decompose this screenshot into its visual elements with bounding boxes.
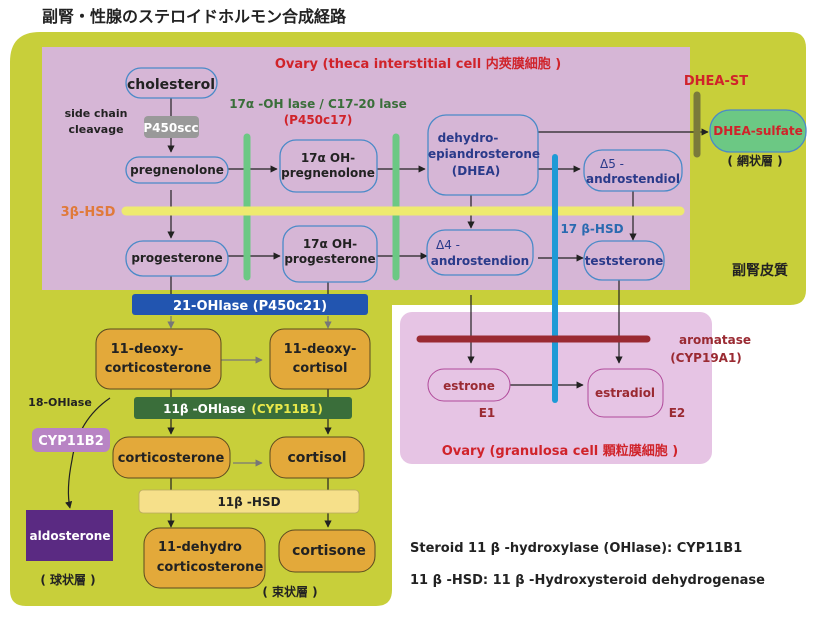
- deoxycorticosterone-text-2: corticosterone: [105, 361, 212, 376]
- androstenedione-node: [426, 229, 534, 276]
- oh17-pregnenolone-text-1: 17α OH-: [301, 151, 355, 165]
- progesterone-node: [125, 240, 229, 277]
- corticosterone-node: [112, 436, 231, 479]
- estrone-text: estrone: [443, 379, 495, 393]
- corticosterone-text: corticosterone: [118, 451, 225, 466]
- cyp11b1-prefix: 11β -OHlase: [163, 402, 245, 416]
- oh17-pregnenolone-node: [279, 139, 378, 193]
- cyp21-badge: [132, 294, 368, 315]
- cyp17-name-label: (P450c17): [284, 113, 353, 127]
- side-chain-label-2: cleavage: [68, 123, 123, 136]
- androstenediol-text-1: Δ5 -: [600, 157, 624, 171]
- zona-glomerulosa-label: ( 球状層 ): [40, 572, 95, 587]
- aromatase-name-label: (CYP19A1): [670, 351, 742, 365]
- oh18-label: 18-OHlase: [28, 396, 92, 409]
- dhea-node: [427, 114, 539, 196]
- oh17-progesterone-text-2: progesterone: [284, 252, 375, 266]
- estradiol-node: [587, 368, 664, 418]
- granulosa-region-label: Ovary (granulosa cell 顆粒膜細胞 ): [442, 443, 679, 459]
- zona-fasciculata-label: ( 束状層 ): [262, 584, 317, 599]
- dhea-sulfate-node: [709, 109, 807, 153]
- dehydrocorticosterone-node: [143, 527, 266, 589]
- pregnenolone-text: pregnenolone: [130, 163, 224, 177]
- note-hsd11b: 11 β -HSD: 11 β -Hydroxysteroid dehydrog…: [410, 573, 765, 588]
- cortisol-node: [269, 436, 365, 479]
- p450scc-label: P450scc: [143, 121, 198, 135]
- aromatase-label: aromatase: [679, 333, 751, 347]
- aldosterone-node: [26, 510, 113, 561]
- deoxycortisol-text-2: cortisol: [293, 361, 348, 376]
- estrone-tag: E1: [479, 406, 496, 420]
- hsd3b-label: 3β-HSD: [61, 205, 116, 220]
- cyp17-label: 17α -OH lase / C17-20 lase: [229, 97, 407, 111]
- side-chain-label-1: side chain: [65, 107, 128, 120]
- cortisol-text: cortisol: [287, 450, 346, 466]
- hsd11b-label: 11β -HSD: [217, 495, 280, 509]
- p450scc-badge: [144, 116, 199, 138]
- estrone-node: [427, 368, 511, 402]
- estradiol-tag: E2: [669, 406, 686, 420]
- progesterone-text: progesterone: [131, 251, 222, 265]
- cholesterol-node: [125, 67, 218, 99]
- androstenedione-text-2: androstendion: [431, 254, 529, 268]
- cholesterol-text: cholesterol: [127, 77, 215, 93]
- cortisone-text: cortisone: [292, 543, 366, 559]
- cyp11b1-label: 11β -OHlase (CYP11B1): [163, 402, 323, 416]
- dhea-st-label: DHEA-ST: [684, 74, 748, 89]
- androstenediol-text-2: androstendiol: [586, 172, 680, 186]
- dehydrocorticosterone-text-2: corticosterone: [157, 560, 264, 575]
- deoxycortisol-text-1: 11-deoxy-: [284, 342, 357, 357]
- dhea-text-3: (DHEA): [452, 164, 500, 178]
- cyp11b1-name: (CYP11B1): [251, 402, 322, 416]
- adrenal-cortex-label: 副腎皮質: [732, 262, 788, 279]
- androstenediol-node: [583, 149, 683, 192]
- androstenedione-text-1: Δ4 -: [436, 238, 460, 252]
- cyp21-label: 21-OHlase (P450c21): [173, 299, 327, 314]
- oh17-progesterone-text-1: 17α OH-: [303, 237, 357, 251]
- oh17-progesterone-node: [282, 225, 378, 283]
- deoxycorticosterone-node: [95, 328, 222, 390]
- cortisone-node: [278, 529, 376, 573]
- page-title: 副腎・性腺のステロイドホルモン合成経路: [42, 7, 347, 26]
- theca-region-label: Ovary (theca interstitial cell 内莢膜細胞 ): [275, 56, 561, 72]
- aldosterone-text: aldosterone: [30, 529, 111, 543]
- deoxycortisol-node: [269, 328, 371, 390]
- dhea-text-1: dehydro-: [438, 131, 499, 145]
- dhea-sulfate-text: DHEA-sulfate: [713, 124, 802, 138]
- note-cyp11b1: Steroid 11 β -hydroxylase (OHlase): CYP1…: [410, 541, 742, 556]
- testosterone-text: teststerone: [585, 254, 664, 268]
- pathway-arrows-grey: [167, 316, 332, 467]
- dehydrocorticosterone-text-1: 11-dehydro: [158, 540, 242, 555]
- deoxycorticosterone-text-1: 11-deoxy-: [111, 342, 184, 357]
- pregnenolone-node: [125, 156, 229, 184]
- zona-reticularis-label: ( 網状層 ): [727, 153, 782, 168]
- testosterone-node: [583, 240, 665, 281]
- oh17-pregnenolone-text-2: pregnenolone: [281, 166, 375, 180]
- estradiol-text: estradiol: [595, 386, 655, 400]
- hsd11b-badge: [138, 489, 360, 514]
- dhea-text-2: epiandrosterone: [428, 147, 540, 161]
- cyp11b2-badge: [32, 428, 110, 452]
- cyp11b2-label: CYP11B2: [38, 434, 104, 449]
- hsd17b-label: 17 β-HSD: [560, 222, 623, 236]
- cyp11b1-badge: [134, 397, 352, 419]
